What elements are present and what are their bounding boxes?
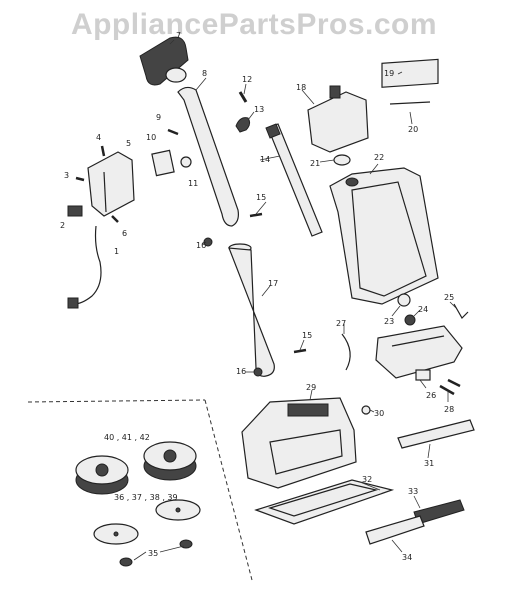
- part-17-lower-handle[interactable]: [228, 243, 275, 377]
- callout-13: 13: [254, 105, 264, 114]
- callout-5: 5: [126, 139, 131, 148]
- part-20-control-panel[interactable]: [381, 58, 439, 105]
- part-16-screw-lower[interactable]: [253, 367, 263, 377]
- callout-23: 23: [384, 317, 394, 326]
- callout-17: 17: [268, 279, 278, 288]
- callout-12: 12: [242, 75, 252, 84]
- part-26-pump-base[interactable]: [375, 325, 463, 381]
- callout-21: 21: [310, 159, 320, 168]
- part-15-screw-lower[interactable]: [293, 348, 307, 354]
- part-2-switch[interactable]: [67, 205, 83, 217]
- callout-40-42: 40 , 41 , 42: [104, 433, 150, 442]
- part-11-nut[interactable]: [180, 156, 192, 168]
- callout-11: 11: [188, 179, 198, 188]
- callout-9: 9: [156, 113, 161, 122]
- part-10-plate[interactable]: [151, 149, 175, 177]
- part-29-base-housing[interactable]: [241, 397, 357, 489]
- callout-2: 2: [60, 221, 65, 230]
- callout-22: 22: [374, 153, 384, 162]
- callout-36-39: 36 , 37 , 38 , 39: [114, 493, 178, 502]
- part-3-screw[interactable]: [75, 176, 85, 182]
- part-18-tank-lid[interactable]: [307, 85, 369, 153]
- part-16-screw-upper[interactable]: [203, 237, 213, 247]
- part-1-power-cord[interactable]: [67, 225, 102, 309]
- callout-24: 24: [418, 305, 428, 314]
- callout-19: 19: [384, 69, 394, 78]
- part-9-screw[interactable]: [167, 128, 179, 136]
- callout-28: 28: [444, 405, 454, 414]
- part-5-switch-bracket[interactable]: [87, 151, 135, 217]
- part-14-cord-hook[interactable]: [265, 123, 323, 237]
- callout-25: 25: [444, 293, 454, 302]
- part-8-upper-handle[interactable]: [177, 86, 239, 227]
- callout-10: 10: [146, 133, 156, 142]
- callout-labels: 1 2 3 4 5 6 7 8 9 10 11 12 13 14 15 16 1…: [60, 31, 454, 562]
- part-15-screw-upper[interactable]: [249, 212, 263, 218]
- part-12-screw[interactable]: [238, 91, 248, 103]
- callout-31: 31: [424, 459, 434, 468]
- part-40-42-brushes[interactable]: [75, 441, 197, 495]
- callout-3: 3: [64, 171, 69, 180]
- part-22-solution-tank[interactable]: [329, 167, 439, 305]
- part-24-seal[interactable]: [404, 314, 416, 326]
- part-27-hose[interactable]: [341, 333, 351, 371]
- part-21-cap[interactable]: [333, 154, 351, 166]
- accessory-kit-boundary: [27, 399, 253, 581]
- part-32-bumper[interactable]: [254, 479, 395, 525]
- part-7-handle-grip[interactable]: [139, 36, 189, 86]
- callout-6: 6: [122, 229, 127, 238]
- callout-33: 33: [408, 487, 418, 496]
- callout-1: 1: [114, 247, 119, 256]
- watermark: AppliancePartsPros.com: [70, 8, 438, 41]
- callout-14: 14: [260, 155, 270, 164]
- callout-34: 34: [402, 553, 412, 562]
- callout-35: 35: [148, 549, 158, 558]
- callout-8: 8: [202, 69, 207, 78]
- callout-16b: 16: [236, 367, 246, 376]
- callout-32: 32: [362, 475, 372, 484]
- part-6-screw[interactable]: [111, 215, 119, 223]
- part-25-clip[interactable]: [453, 303, 469, 319]
- part-33-squeegee[interactable]: [365, 499, 465, 545]
- callout-4: 4: [96, 133, 101, 142]
- part-36-39-pads[interactable]: [93, 499, 201, 545]
- part-31-strip[interactable]: [397, 419, 475, 449]
- part-4-screw[interactable]: [100, 145, 106, 157]
- callout-29: 29: [306, 383, 316, 392]
- part-23-valve[interactable]: [397, 293, 411, 307]
- part-13-clip[interactable]: [235, 117, 251, 133]
- callout-7: 7: [176, 31, 181, 40]
- callout-20: 20: [408, 125, 418, 134]
- part-30-fastener[interactable]: [361, 405, 371, 415]
- callout-27: 27: [336, 319, 346, 328]
- callout-15b: 15: [302, 331, 312, 340]
- callout-30: 30: [374, 409, 384, 418]
- leader-lines: [133, 39, 457, 561]
- callout-18: 18: [296, 83, 306, 92]
- part-28-screws[interactable]: [439, 378, 461, 396]
- callout-16a: 16: [196, 241, 206, 250]
- callout-26: 26: [426, 391, 436, 400]
- callout-15a: 15: [256, 193, 266, 202]
